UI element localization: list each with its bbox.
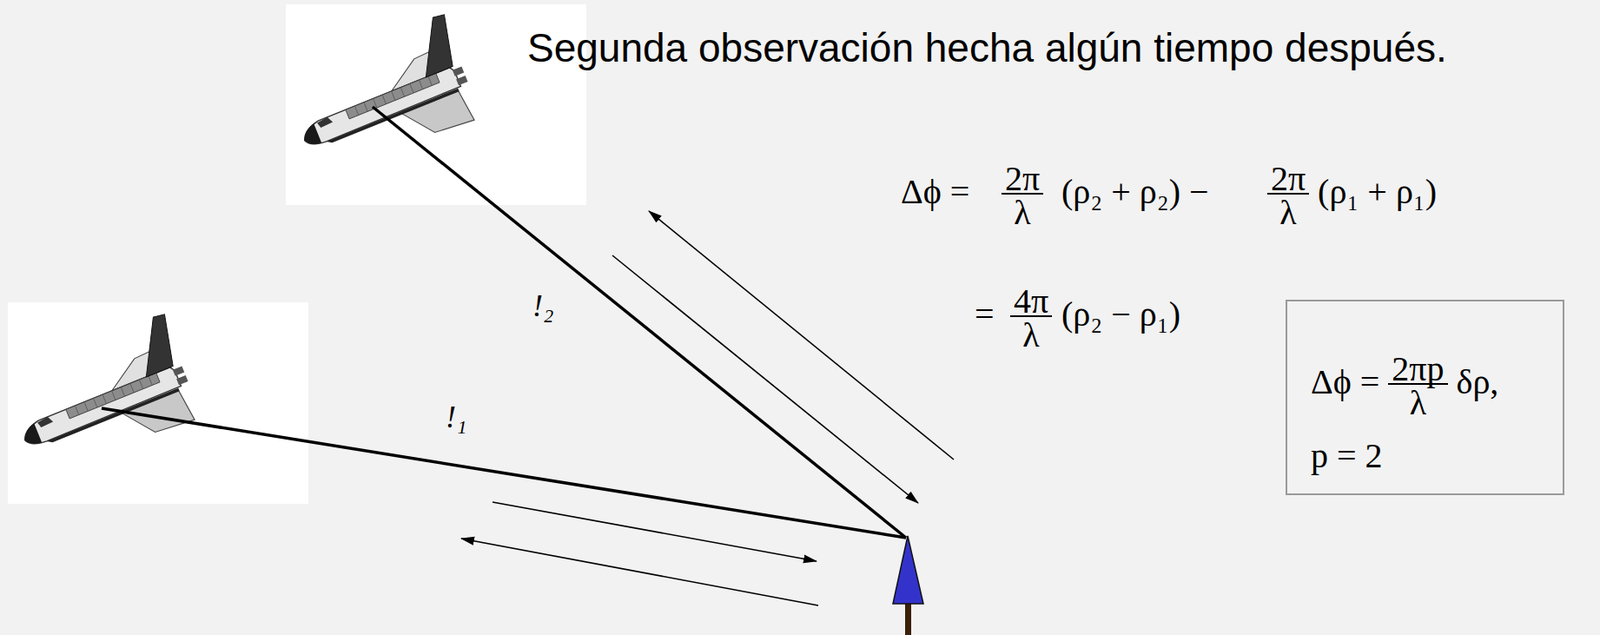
heading: Segunda observación hecha algún tiempo d… bbox=[527, 27, 1448, 68]
equation-term: = bbox=[974, 297, 995, 332]
fraction-bar bbox=[1388, 383, 1448, 385]
formula-term: Δϕ = bbox=[1310, 364, 1380, 400]
formula-term: λ bbox=[1409, 385, 1427, 421]
signal-arrow bbox=[492, 502, 817, 562]
fraction-bar bbox=[1010, 315, 1052, 318]
target-pole bbox=[905, 603, 912, 635]
ground-target bbox=[892, 535, 924, 604]
equation-term: Δϕ = bbox=[900, 174, 970, 210]
range-line bbox=[101, 408, 906, 538]
formula-term: δρ, bbox=[1456, 364, 1500, 400]
formula-term: 2πp bbox=[1391, 351, 1444, 387]
shuttle-second bbox=[279, 13, 485, 182]
equation-term: 2π bbox=[1004, 161, 1040, 197]
equation-term: (ρ₂ − ρ₁) bbox=[1061, 297, 1181, 332]
signal-arrow bbox=[461, 538, 819, 606]
signal-arrow bbox=[612, 255, 919, 503]
equation-term: (ρ₁ + ρ₁) bbox=[1317, 174, 1437, 210]
equation-term: λ bbox=[1013, 195, 1031, 231]
shuttle-first bbox=[0, 312, 205, 482]
equation-term: 4π bbox=[1013, 284, 1049, 319]
equation-term: 2π bbox=[1270, 161, 1306, 197]
signal-arrow bbox=[648, 211, 954, 460]
fraction-bar bbox=[1001, 192, 1044, 195]
range-label: !₁ bbox=[445, 401, 468, 433]
range-label: !₂ bbox=[532, 290, 555, 322]
fraction-bar bbox=[1267, 192, 1310, 195]
formula-box: Δϕ = 2πpλ δρ, p = 2 bbox=[1285, 299, 1565, 496]
equation-term: λ bbox=[1279, 195, 1296, 231]
range-line bbox=[372, 106, 906, 538]
equation-term: (ρ₂ + ρ₂) − bbox=[1061, 174, 1210, 210]
formula-term: p = 2 bbox=[1310, 438, 1383, 474]
equation-term: λ bbox=[1022, 317, 1039, 353]
